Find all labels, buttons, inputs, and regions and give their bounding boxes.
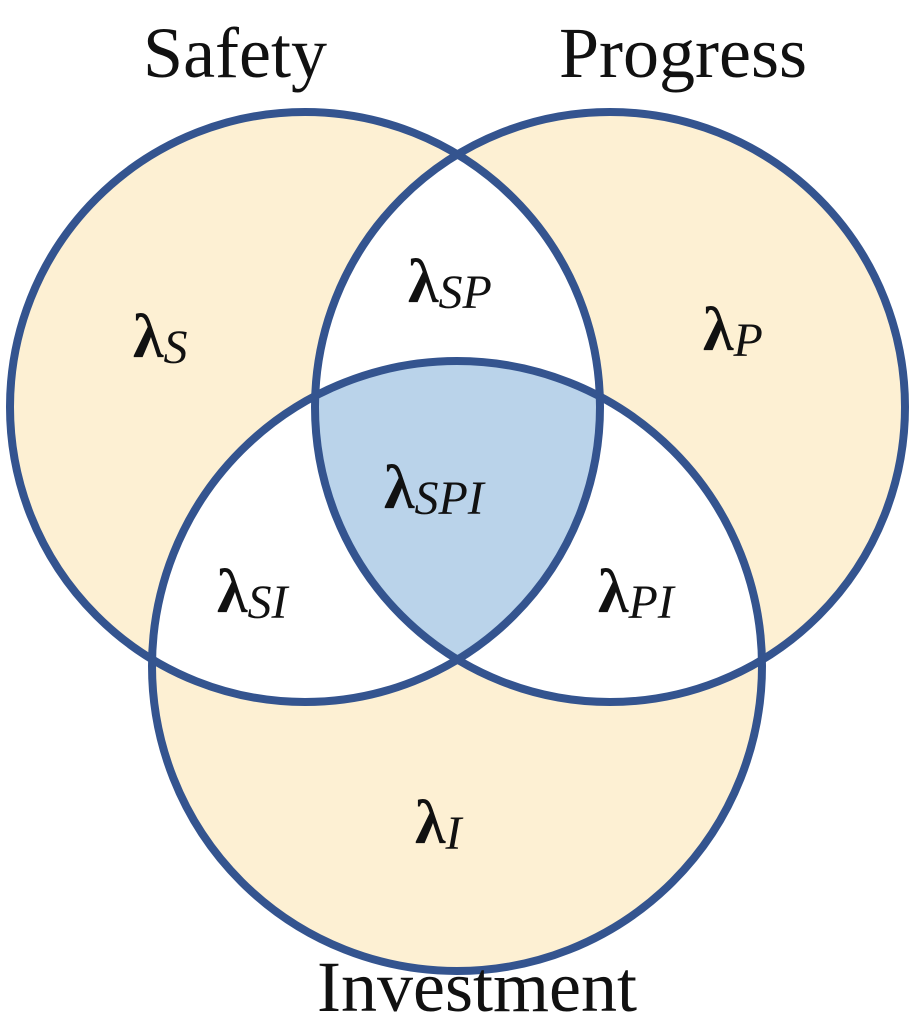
label-safety-progress: λSP: [408, 248, 492, 319]
investment-title: Investment: [317, 947, 637, 1027]
progress-title: Progress: [559, 13, 807, 93]
safety-circle-outline: [6, 108, 604, 706]
progress-circle-outline: [311, 108, 909, 706]
safety-title: Safety: [143, 13, 327, 93]
label-investment-only: λI: [415, 789, 463, 860]
label-safety-only: λS: [133, 303, 187, 374]
label-progress-investment: λPI: [598, 558, 676, 629]
investment-circle-outline: [148, 357, 766, 975]
label-safety-investment: λSI: [217, 558, 289, 629]
label-all-three: λSPI: [384, 454, 486, 525]
label-progress-only: λP: [703, 296, 763, 367]
